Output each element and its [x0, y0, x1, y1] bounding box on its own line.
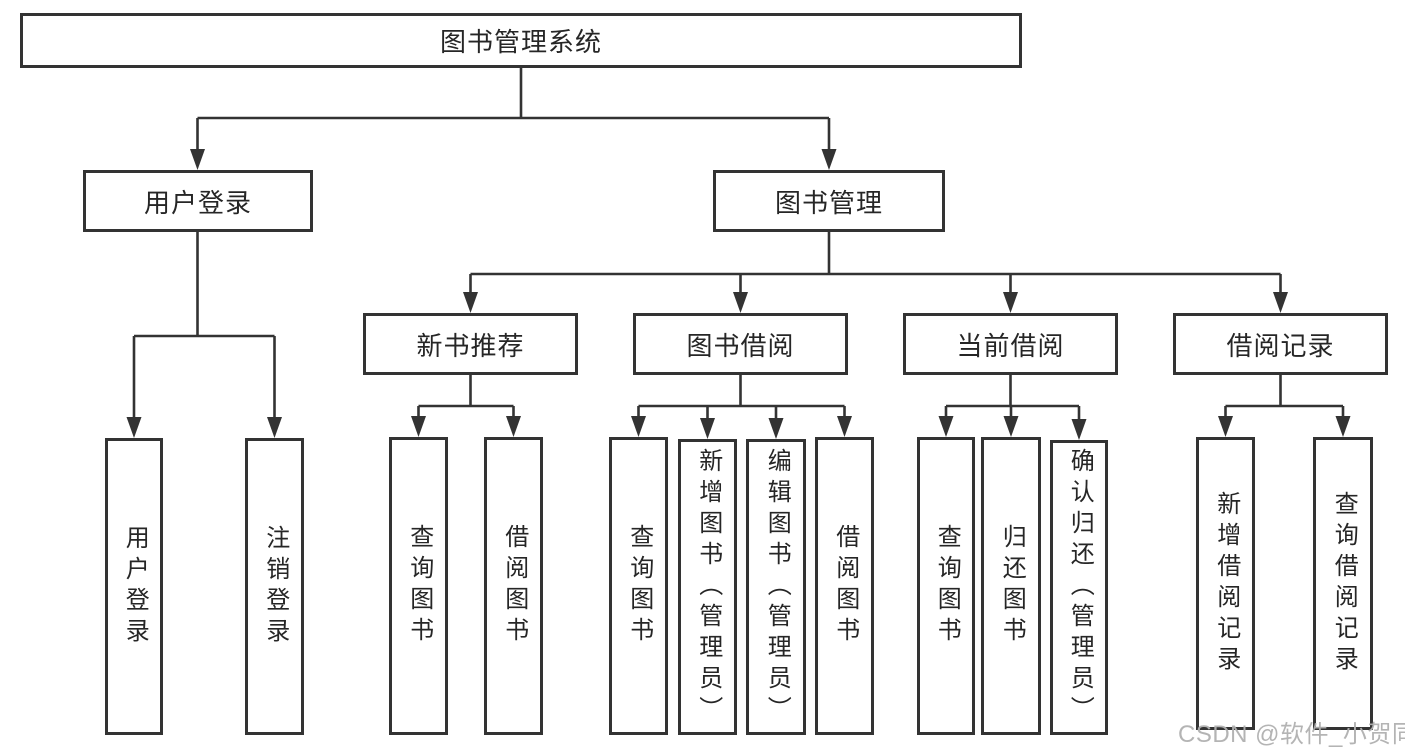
node-book-management: 图书管理 [713, 170, 945, 232]
node-query-books-recommend: 查询图书 [389, 437, 448, 735]
node-logout: 注销登录 [245, 438, 304, 735]
vertical-label: 借阅图书 [831, 524, 859, 648]
node-book-borrow: 图书借阅 [633, 313, 848, 375]
node-query-borrow-record: 查询借阅记录 [1313, 437, 1373, 730]
vertical-label: 查询图书 [405, 524, 433, 648]
node-borrow-records: 借阅记录 [1173, 313, 1388, 375]
vertical-label: 查询图书 [933, 524, 961, 648]
vertical-label: 用户登录 [121, 524, 149, 649]
node-query-books-current: 查询图书 [917, 437, 975, 735]
node-add-book-admin: 新增图书（管理员） [678, 439, 737, 735]
node-edit-book-admin: 编辑图书（管理员） [746, 439, 806, 735]
vertical-label: 新增图书（管理员） [694, 447, 722, 727]
node-root-system: 图书管理系统 [20, 13, 1022, 68]
vertical-label: 确认归还（管理员） [1066, 448, 1094, 727]
csdn-watermark: CSDN @软件_小贺同学 [1178, 721, 1405, 747]
node-new-book-recommend: 新书推荐 [363, 313, 578, 375]
node-add-borrow-record: 新增借阅记录 [1196, 437, 1255, 730]
node-current-borrow: 当前借阅 [903, 313, 1118, 375]
node-borrow-books: 借阅图书 [815, 437, 874, 735]
node-user-login-action: 用户登录 [105, 438, 163, 735]
vertical-label: 新增借阅记录 [1212, 490, 1240, 677]
vertical-label: 查询图书 [625, 524, 653, 648]
node-borrow-books-recommend: 借阅图书 [484, 437, 543, 735]
node-query-books-borrow: 查询图书 [609, 437, 668, 735]
vertical-label: 注销登录 [261, 524, 289, 649]
node-confirm-return-admin: 确认归还（管理员） [1050, 440, 1108, 735]
vertical-label: 编辑图书（管理员） [763, 447, 791, 727]
vertical-label: 归还图书 [998, 524, 1026, 648]
node-return-books: 归还图书 [981, 437, 1041, 735]
vertical-label: 查询借阅记录 [1330, 490, 1358, 677]
vertical-label: 借阅图书 [500, 524, 528, 648]
node-user-login: 用户登录 [83, 170, 313, 232]
